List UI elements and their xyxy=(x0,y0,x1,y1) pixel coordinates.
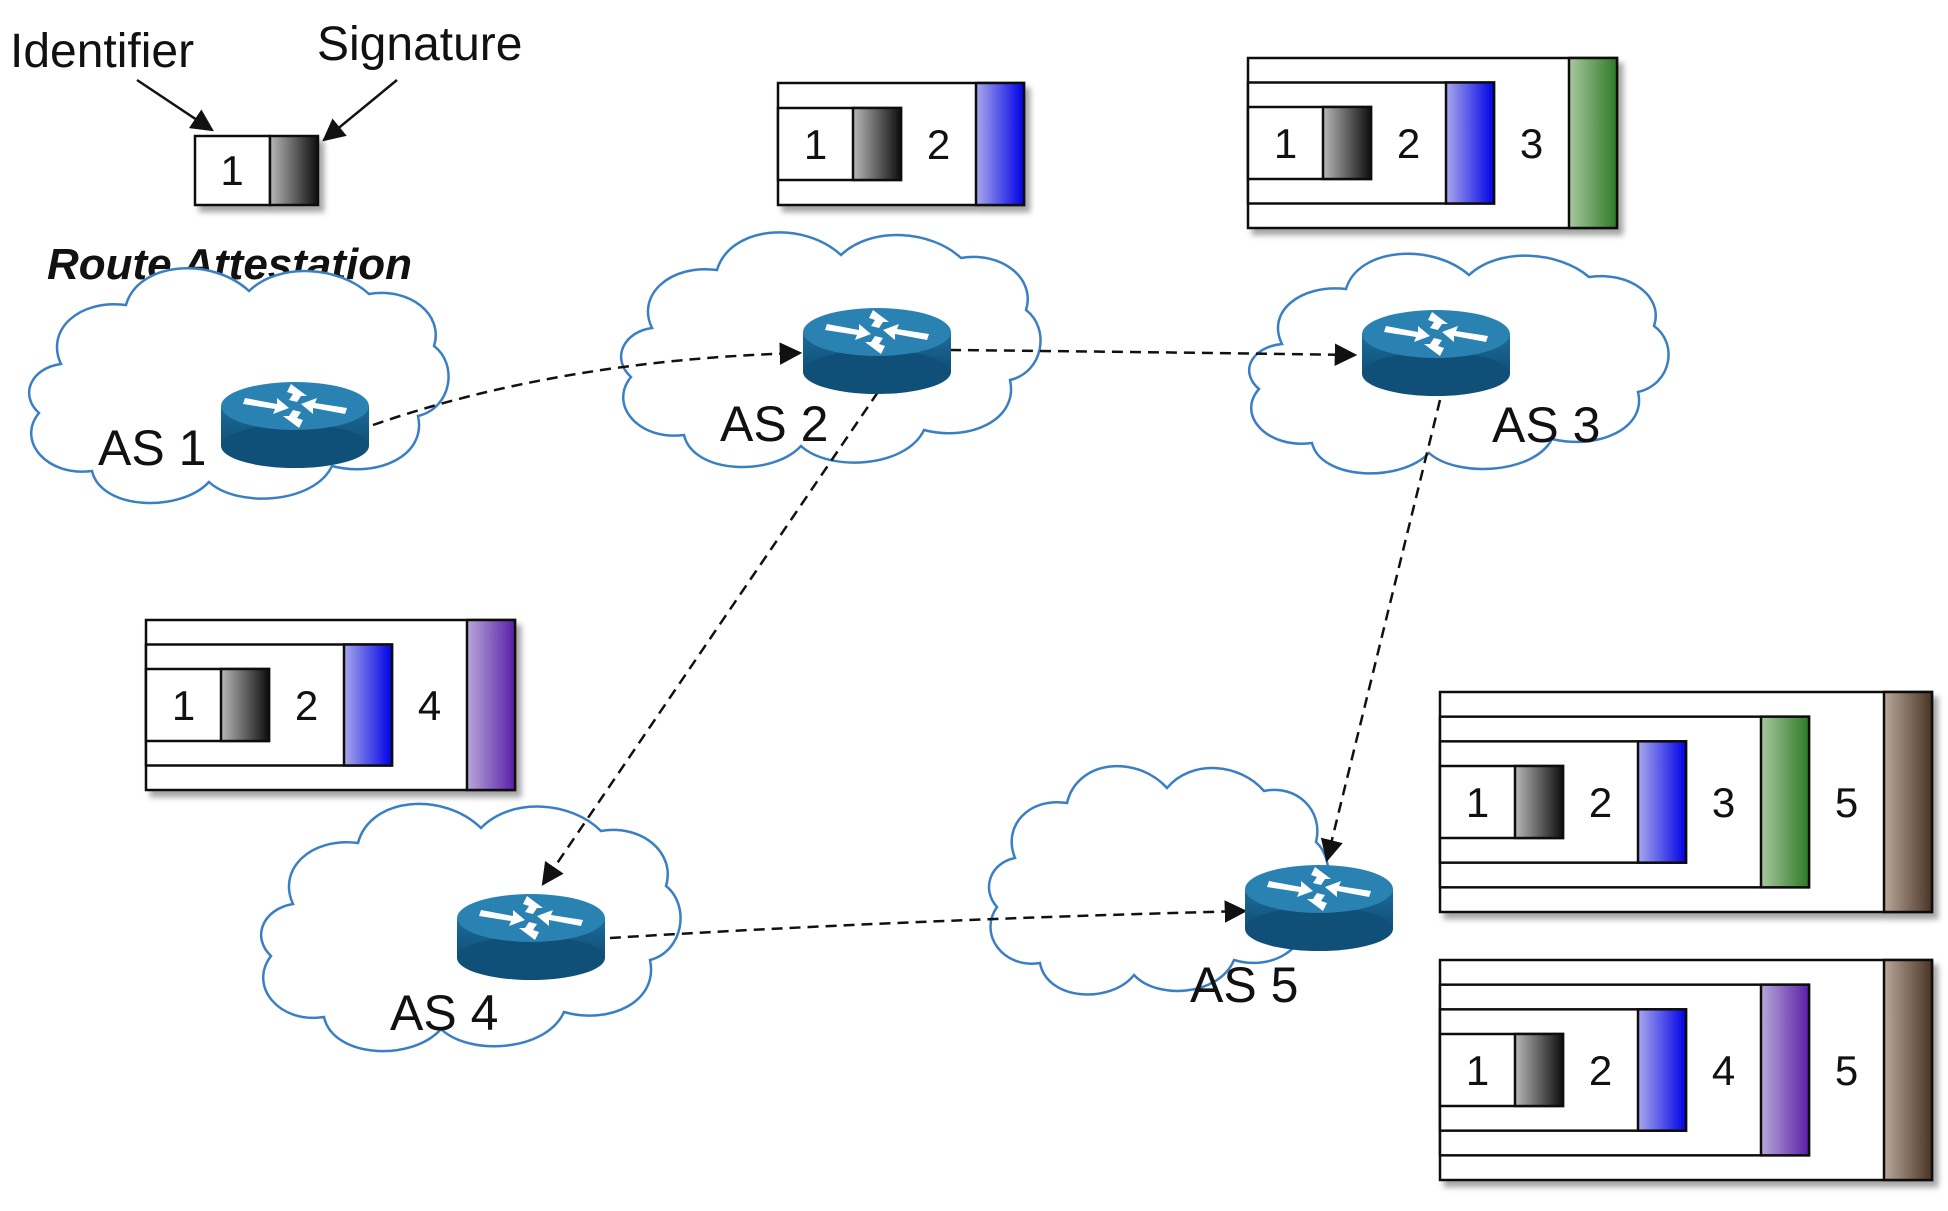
identifier-1: 1 xyxy=(1274,120,1297,167)
signature-block-4 xyxy=(465,618,517,792)
identifier-2: 2 xyxy=(1589,1047,1612,1094)
signature-block-1 xyxy=(851,106,903,182)
attestation-att-as5-via3 xyxy=(1438,690,1934,914)
signature-block-3 xyxy=(1759,715,1811,889)
router-icon xyxy=(803,308,951,394)
identifier-3: 3 xyxy=(1712,779,1735,826)
signature-block-2 xyxy=(342,643,394,767)
as1-label: AS 1 xyxy=(98,420,206,476)
signature-label: Signature xyxy=(317,18,522,71)
as4-label: AS 4 xyxy=(390,985,498,1041)
as2-label: AS 2 xyxy=(720,396,828,452)
signature-block-1 xyxy=(219,667,271,743)
legend-attestation-box xyxy=(193,134,320,207)
identifier-3: 3 xyxy=(1520,120,1543,167)
legend-identifier-value: 1 xyxy=(220,147,243,194)
identifier-1: 1 xyxy=(1466,1047,1489,1094)
identifier-1: 1 xyxy=(804,121,827,168)
edge-as2-as4 xyxy=(541,391,880,886)
signature-block-4 xyxy=(1759,983,1811,1157)
identifier-5: 5 xyxy=(1835,779,1858,826)
identifier-2: 2 xyxy=(295,682,318,729)
attestation-boxes: 1 2 1 2 3 1 2 4 1 2 3 5 1 2 4 5 xyxy=(144,56,1934,1182)
attestation-att-as2 xyxy=(776,81,1026,207)
signature-block-1 xyxy=(1513,1032,1565,1108)
identifier-pointer-arrow xyxy=(136,78,214,132)
router-icon xyxy=(457,894,605,980)
identifier-5: 5 xyxy=(1835,1047,1858,1094)
identifier-4: 4 xyxy=(418,682,441,729)
router-icon xyxy=(1362,310,1510,396)
identifier-2: 2 xyxy=(1397,120,1420,167)
signature-block-1 xyxy=(1513,764,1565,840)
as5-label: AS 5 xyxy=(1190,957,1298,1013)
cloud-as1 xyxy=(28,267,450,505)
identifier-2: 2 xyxy=(1589,779,1612,826)
identifier-label: Identifier xyxy=(10,25,194,78)
attestation-att-as3 xyxy=(1246,56,1619,230)
edge-as2-as3 xyxy=(949,343,1358,366)
signature-block-3 xyxy=(1567,56,1619,230)
as3-label: AS 3 xyxy=(1492,397,1600,453)
identifier-2: 2 xyxy=(927,121,950,168)
signature-block-2 xyxy=(974,81,1026,207)
edge-as1-as2 xyxy=(372,342,803,427)
legend: Identifier Signature 1 Route Attestation xyxy=(10,18,522,289)
identifier-4: 4 xyxy=(1712,1047,1735,1094)
router-icon xyxy=(1245,865,1393,951)
signature-block-1 xyxy=(1321,105,1373,181)
signature-block-5 xyxy=(1882,958,1934,1182)
attestation-att-as5-via4 xyxy=(1438,958,1934,1182)
identifier-1: 1 xyxy=(1466,779,1489,826)
signature-block-2 xyxy=(1636,1008,1688,1132)
signature-block-2 xyxy=(1444,81,1496,205)
identifier-1: 1 xyxy=(172,682,195,729)
attestation-att-as4 xyxy=(144,618,517,792)
signature-block-2 xyxy=(1636,740,1688,864)
signature-pointer-arrow xyxy=(322,79,398,142)
router-icon xyxy=(221,382,369,468)
edge-as3-as5 xyxy=(1320,399,1442,863)
signature-block-5 xyxy=(1882,690,1934,914)
